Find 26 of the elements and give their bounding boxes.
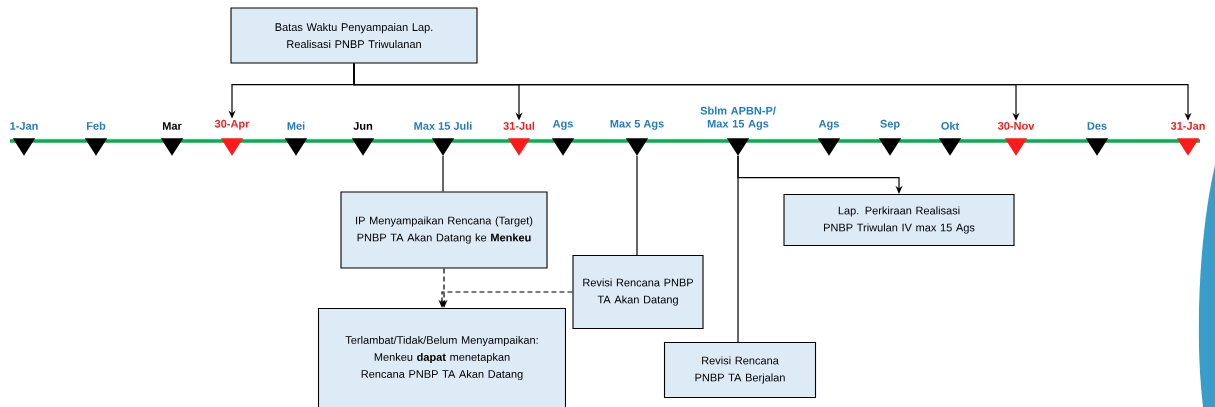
text-box: Batas Waktu Penyampaian Lap. Realisasi PNBP Triwulanan (230, 7, 478, 64)
date-label: Ags (552, 119, 573, 130)
date-label: Jun (353, 122, 373, 130)
date-label: 31-Jul (503, 121, 535, 130)
date-label: 30-Nov (997, 122, 1035, 130)
date-label: 31-Jan (1170, 122, 1205, 130)
date-label: Okt (941, 121, 960, 130)
date-label: Sblm APBN-P/ Max 15 Ags (700, 106, 776, 130)
date-label: Des (1087, 122, 1107, 130)
text-box: Lap. Perkiraan Realisasi PNBP Triwulan IV max 15 Ags (783, 193, 1015, 247)
connector-line (737, 155, 739, 343)
date-label: Ags (818, 119, 839, 130)
connector-line (442, 155, 444, 193)
date-label: Mar (162, 122, 182, 130)
connector-line (636, 155, 638, 256)
date-label: Feb (86, 121, 106, 130)
date-label: 30-Apr (214, 119, 250, 130)
date-label: Sep (880, 119, 900, 130)
text-box: IP Menyampaikan Rencana (Target) PNBP TA Akan Datang ke Menkeu (340, 191, 548, 269)
date-label: Max 15 Juli (414, 121, 472, 130)
text-box: Terlambat/Tidak/Belum Menyampaikan: Menkeu dapat menetapkan Rencana PNBP TA Akan Datang (317, 307, 567, 407)
date-label: 1-Jan (10, 122, 38, 130)
date-label: Max 5 Ags (610, 119, 664, 130)
date-label: Mei (287, 121, 305, 130)
text-box: Revisi Rencana PNBP TA Berjalan (663, 341, 817, 399)
text-box: Revisi Rencana PNBP TA Akan Datang (572, 254, 704, 330)
